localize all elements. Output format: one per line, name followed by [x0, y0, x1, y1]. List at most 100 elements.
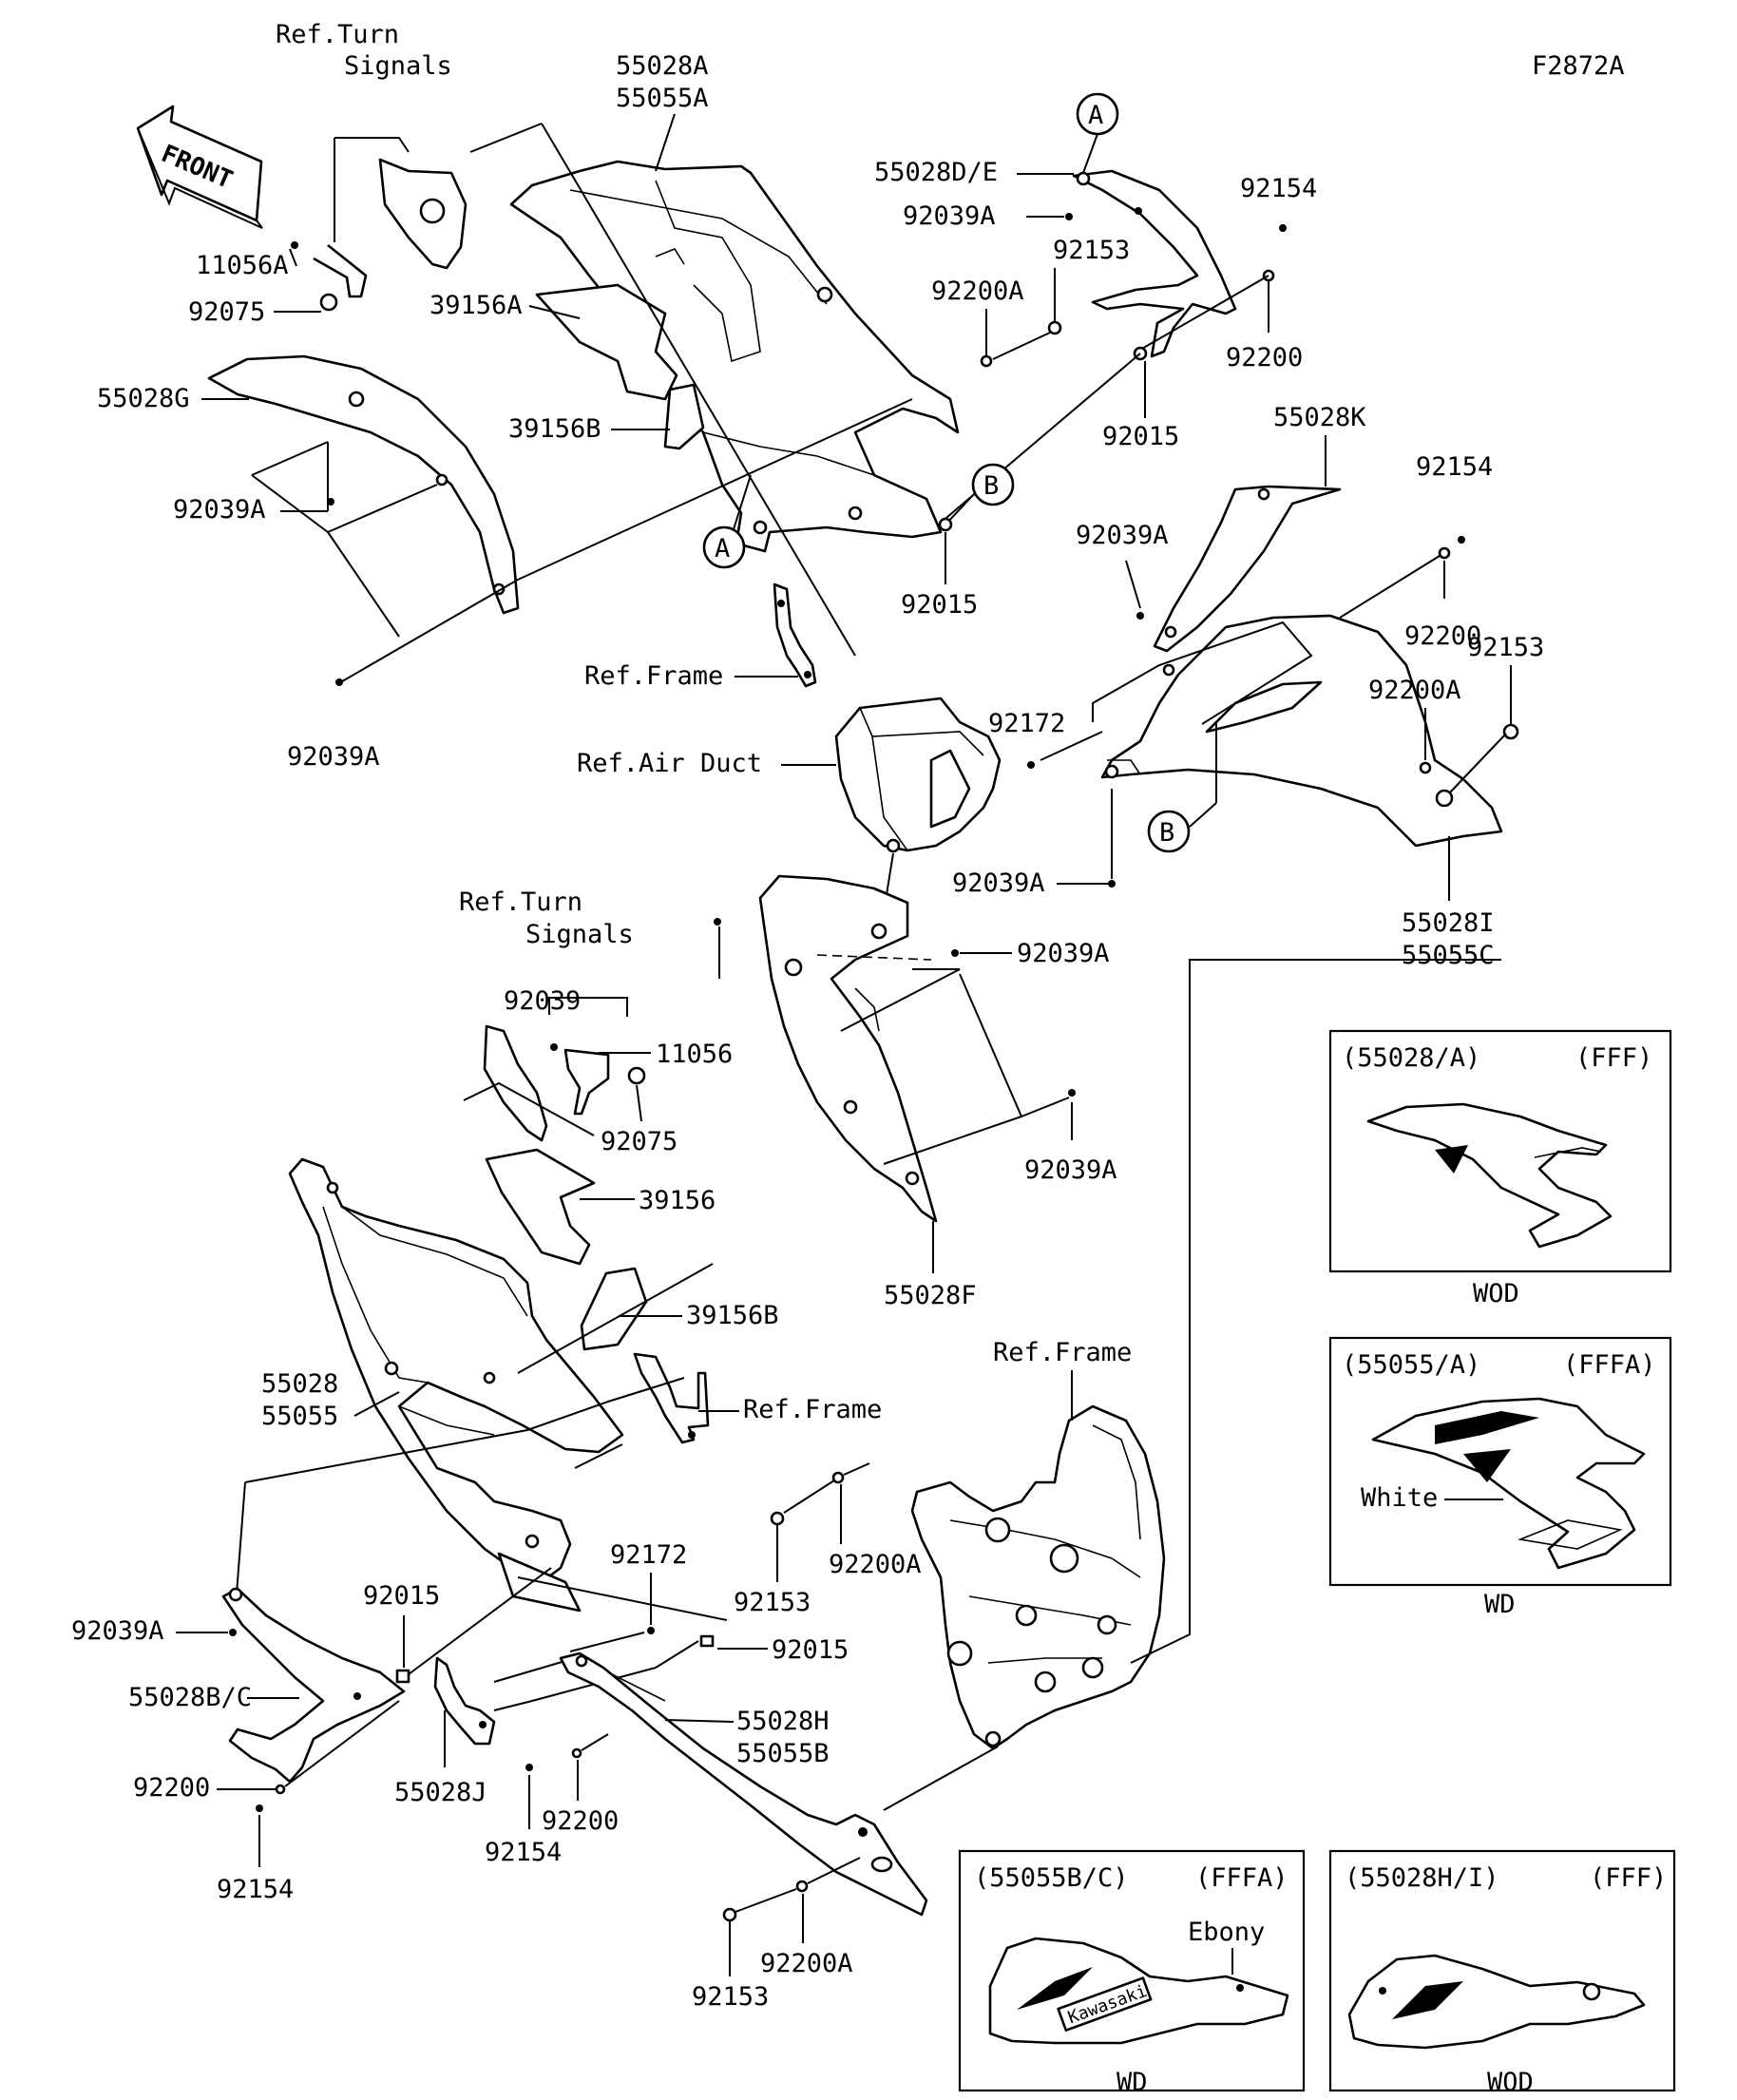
label-92075a: 92075 [188, 297, 265, 327]
label-39156: 39156 [639, 1186, 716, 1215]
label-92172-low: 92172 [610, 1540, 687, 1570]
label-92015-low-right: 92015 [772, 1635, 849, 1665]
ref-turn-signals-1b: Signals [344, 51, 452, 81]
frame-bracket-ref-2 [633, 1352, 710, 1444]
callout-b-lower [1147, 810, 1191, 853]
callout-a-upper-label: A [1088, 101, 1103, 130]
panel-39156A [535, 283, 678, 401]
inset-3-color: WD [1117, 2068, 1148, 2095]
callout-a-lower [702, 525, 746, 569]
upper-fairing-55028A [509, 160, 960, 553]
label-92039A-upper: 92039A [903, 201, 996, 231]
bracket-55028K [1153, 485, 1342, 653]
label-55028H: 55028H [736, 1707, 830, 1736]
label-39156B-top: 39156B [508, 414, 601, 444]
figure-id: F2872A [1532, 51, 1625, 81]
ref-turn-signals-1a: Ref.Turn [276, 20, 399, 49]
label-92039A-left: 92039A [173, 495, 266, 525]
label-55028A: 55028A [616, 51, 709, 81]
inset-55055A-color: (55055/A) (FFFA) White WD [1328, 1336, 1672, 1619]
ref-frame-3: Ref.Frame [993, 1338, 1132, 1367]
inset-1-finish: (FFF) [1575, 1043, 1652, 1073]
front-arrow-icon: FRONT [136, 105, 263, 229]
label-55028: 55028 [261, 1369, 338, 1399]
main-frame-ref [910, 1404, 1166, 1750]
label-92039A-low: 92039A [71, 1616, 164, 1646]
callout-a-lower-label: A [715, 534, 730, 563]
side-fairing-55028 [288, 1157, 624, 1613]
ref-turn-signals-2b: Signals [525, 920, 634, 949]
label-55055A: 55055A [616, 84, 709, 113]
inner-panel-55028F [758, 874, 938, 1223]
label-92039A-mid: 92039A [1017, 939, 1110, 968]
label-92039A-bottom-left: 92039A [287, 742, 380, 772]
label-92200-r: 92200 [1404, 621, 1481, 651]
label-92200-tr: 92200 [1226, 343, 1303, 372]
label-11056: 11056 [656, 1040, 733, 1069]
label-55028BC: 55028B/C [128, 1683, 252, 1712]
inset-2-code: (55055/A) [1342, 1350, 1480, 1380]
undercowl-55028H [559, 1651, 928, 1917]
label-92200A-low: 92200A [829, 1550, 922, 1579]
label-92154-r: 92154 [1416, 452, 1493, 482]
label-92154-low2: 92154 [485, 1838, 562, 1867]
label-92153-bottom: 92153 [692, 1982, 769, 2012]
label-92200-low: 92200 [133, 1773, 210, 1803]
label-92153-r: 92153 [1467, 633, 1544, 662]
label-55055C: 55055C [1402, 941, 1495, 970]
callout-b-upper [971, 463, 1015, 506]
panel-39156B-upper [663, 383, 705, 450]
label-92039A-duct: 92039A [952, 869, 1045, 898]
inset-2-finish: (FFFA) [1563, 1350, 1656, 1380]
label-92200A-bottom: 92200A [760, 1949, 853, 1978]
callout-b-upper-label: B [983, 471, 999, 501]
label-92200A-r: 92200A [1368, 676, 1461, 705]
inset-55028HI-color: (55028H/I) (FFF) WOD [1328, 1849, 1676, 2097]
ref-frame-2: Ref.Frame [743, 1395, 882, 1424]
inset-55028A-color: (55028/A) (FFF) WOD [1328, 1029, 1672, 1308]
turn-signal-bracket-upper [291, 158, 468, 312]
label-55055B: 55055B [736, 1739, 830, 1768]
label-11056A: 11056A [196, 251, 289, 280]
label-92039-mid: 92039 [504, 986, 581, 1016]
label-92015-mid: 92015 [901, 590, 978, 620]
label-92153-low: 92153 [734, 1588, 811, 1617]
label-39156B: 39156B [686, 1301, 779, 1330]
inset-3-finish: (FFFA) [1195, 1863, 1288, 1893]
inset-1-color: WOD [1473, 1279, 1519, 1308]
label-92154-low: 92154 [217, 1875, 294, 1904]
label-92200A-upper: 92200A [931, 277, 1024, 306]
label-92075b: 92075 [601, 1127, 678, 1156]
label-92039A-r: 92039A [1076, 521, 1169, 550]
inset-1-code: (55028/A) [1342, 1043, 1480, 1073]
label-92015-low-left: 92015 [363, 1581, 440, 1611]
label-55028G: 55028G [97, 384, 190, 413]
label-55028DE: 55028D/E [874, 158, 998, 187]
panel-39156B [580, 1267, 648, 1351]
ref-turn-signals-2a: Ref.Turn [459, 888, 582, 917]
label-92015-top: 92015 [1102, 422, 1179, 451]
inset-2-color: WD [1484, 1590, 1516, 1619]
label-92154-tr: 92154 [1240, 174, 1317, 203]
air-duct-ref [834, 697, 1002, 853]
lower-fairing-55028I [1100, 614, 1503, 848]
label-39156A: 39156A [429, 291, 523, 320]
turn-signal-bracket-lower [483, 1024, 646, 1142]
frame-bracket-ref [773, 582, 817, 688]
label-55055: 55055 [261, 1402, 338, 1431]
label-92039A-mid2: 92039A [1024, 1155, 1117, 1185]
inner-panel-55028G [207, 354, 520, 615]
bracket-55028J [433, 1656, 496, 1746]
label-92172-top: 92172 [988, 709, 1065, 738]
inset-3-note: Ebony [1188, 1918, 1265, 1947]
inset-55055BC-color: (55055B/C) (FFFA) Ebony Kawasaki WD [958, 1849, 1306, 2097]
inset-4-finish: (FFF) [1590, 1863, 1667, 1893]
label-55028I: 55028I [1402, 908, 1495, 938]
inset-4-code: (55028H/I) [1345, 1863, 1499, 1893]
ref-air-duct: Ref.Air Duct [577, 749, 762, 778]
label-55028F: 55028F [884, 1281, 977, 1310]
panel-39156 [485, 1148, 596, 1266]
label-92200-low2: 92200 [542, 1806, 619, 1836]
